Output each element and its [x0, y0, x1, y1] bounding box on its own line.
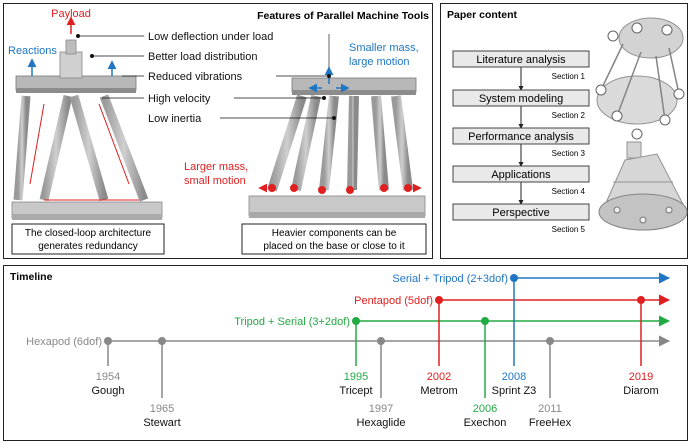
step-box-2 [452, 89, 590, 107]
dot-exechon [481, 317, 489, 325]
year-stewart: 1965 [150, 403, 174, 415]
name-exechon: Exechon [464, 417, 507, 429]
features-diagram: Features of Parallel Machine Tools Paylo… [8, 8, 429, 255]
year-exechon: 2006 [473, 403, 497, 415]
dot-stewart [158, 337, 166, 345]
features-title: Features of Parallel Machine Tools [257, 10, 429, 22]
step-label-1: Literature analysis [476, 54, 566, 66]
dot-diarom [637, 296, 645, 304]
caption-left-line2: generates redundancy [38, 241, 138, 252]
label-hexapod: Hexapod (6dof) [26, 336, 102, 348]
step-section-4: Section 4 [552, 187, 586, 196]
caption-left-line1: The closed-loop architecture [25, 228, 152, 239]
small-motion-label: small motion [184, 175, 246, 187]
feature-reduced-vibrations: Reduced vibrations [148, 71, 243, 83]
large-motion-label: large motion [349, 56, 410, 68]
dot-sprint-z3 [510, 274, 518, 282]
label-pentapod: Pentapod (5dof) [354, 295, 433, 307]
label-serial-tripod: Serial + Tripod (2+3dof) [392, 273, 508, 285]
step-section-5: Section 5 [552, 225, 586, 234]
paper-flow: Literature analysis Section 1 System mod… [452, 50, 590, 234]
step-box-5 [452, 203, 590, 221]
step-label-4: Applications [491, 169, 551, 181]
caption-left-box [11, 223, 165, 255]
name-tricept: Tricept [339, 385, 372, 397]
year-metrom: 2002 [427, 371, 451, 383]
label-tripod-serial: Tripod + Serial (3+2dof) [234, 316, 350, 328]
dot-hexaglide [377, 337, 385, 345]
year-hexaglide: 1997 [369, 403, 393, 415]
feature-low-deflection: Low deflection under load [148, 31, 273, 43]
larger-mass-label: Larger mass, [184, 161, 248, 173]
step-section-2: Section 2 [552, 111, 586, 120]
year-gough: 1954 [96, 371, 120, 383]
feature-low-inertia: Low inertia [148, 113, 202, 125]
payload-label: Payload [51, 8, 91, 20]
hexapod-robot-illustration [11, 16, 163, 220]
dot-freehex [546, 337, 554, 345]
step-label-2: System modeling [479, 93, 563, 105]
name-diarom: Diarom [623, 385, 658, 397]
features-panel: Features of Parallel Machine Tools Paylo… [3, 3, 433, 259]
step-box-4 [452, 165, 590, 183]
timeline-title: Timeline [10, 271, 53, 283]
feature-high-velocity: High velocity [148, 93, 211, 105]
year-tricept: 1995 [344, 371, 368, 383]
name-gough: Gough [91, 385, 124, 397]
dot-metrom [435, 296, 443, 304]
name-freehex: FreeHex [529, 417, 572, 429]
step-label-3: Performance analysis [468, 131, 574, 143]
year-freehex: 2011 [538, 403, 562, 415]
paper-robot-illustration [595, 17, 688, 231]
name-metrom: Metrom [420, 385, 457, 397]
paper-content-panel: Paper content [440, 3, 688, 259]
reactions-label: Reactions [8, 45, 57, 57]
step-section-1: Section 1 [552, 72, 586, 81]
timeline-panel: Timeline Serial + Tripod (2+3dof) Pentap… [3, 265, 688, 441]
caption-right-box [241, 223, 427, 255]
paper-content-title: Paper content [447, 9, 518, 21]
name-sprint-z3: Sprint Z3 [492, 385, 537, 397]
feature-list: Low deflection under load Better load di… [76, 31, 336, 125]
name-hexaglide: Hexaglide [357, 417, 406, 429]
tricept-robot-illustration [248, 34, 426, 218]
dot-tricept [352, 317, 360, 325]
smaller-mass-label: Smaller mass, [349, 42, 419, 54]
caption-right-line1: Heavier components can be [272, 228, 397, 239]
step-label-5: Perspective [492, 207, 549, 219]
timeline-diagram: Timeline Serial + Tripod (2+3dof) Pentap… [10, 271, 671, 429]
paper-content-diagram: Paper content [447, 9, 688, 234]
year-diarom: 2019 [629, 371, 653, 383]
step-section-3: Section 3 [552, 149, 586, 158]
dot-gough [104, 337, 112, 345]
name-stewart: Stewart [143, 417, 180, 429]
caption-right-line2: placed on the base or close to it [263, 241, 404, 252]
year-sprint-z3: 2008 [502, 371, 526, 383]
feature-load-distribution: Better load distribution [148, 51, 257, 63]
step-box-3 [452, 127, 590, 145]
step-box-1 [452, 50, 590, 68]
